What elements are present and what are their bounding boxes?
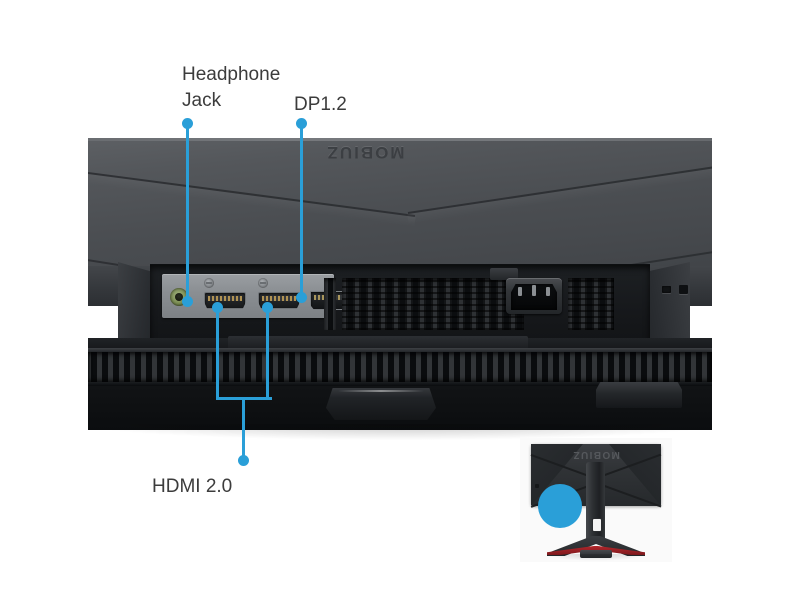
callout-line-hdmi-stem (242, 397, 245, 459)
security-slot (679, 285, 688, 294)
grille-bottom-edge (88, 382, 712, 386)
callout-label-dp-text: DP1.2 (294, 94, 347, 115)
monitor-rear-photo: MOBIUZ (88, 138, 712, 430)
stand-neck-stub (326, 388, 436, 420)
stand-neck-highlight (338, 390, 424, 392)
monitor-thumbnail: MOBIUZ (520, 438, 672, 562)
grille-top-edge (88, 348, 712, 352)
ac-inlet-cavity (511, 284, 557, 310)
vent-grille-left (324, 278, 336, 330)
screw-icon (204, 278, 214, 288)
thumbnail-highlight-marker (538, 484, 582, 528)
callout-label-headphone-jack-text: Headphone Jack (182, 64, 281, 111)
shell-top-edge (88, 138, 712, 141)
callout-dot-hdmi-port-2 (262, 302, 273, 313)
callout-line-dp (300, 124, 303, 298)
thumbnail-mobiuz-wordmark: MOBIUZ (572, 449, 620, 460)
vent-grille-right (568, 278, 614, 330)
callout-dot-dp-port (296, 292, 307, 303)
callout-label-dp: DP1.2 (294, 92, 347, 118)
hdmi-port-1 (204, 292, 246, 309)
callout-line-headphone (186, 124, 189, 302)
callout-label-hdmi-text: HDMI 2.0 (152, 476, 233, 497)
speaker-grille (88, 352, 712, 382)
callout-dot-headphone-top (182, 118, 193, 129)
thumbnail-stand-foot (580, 550, 612, 558)
callout-dot-headphone-port (182, 296, 193, 307)
vesa-hinge-block (228, 336, 528, 350)
thumbnail-cable-routing-hole (592, 518, 602, 532)
vent-tab (490, 268, 518, 280)
thumbnail-security-slot (535, 484, 539, 488)
callout-label-hdmi: HDMI 2.0 (152, 474, 232, 500)
vent-grille-center (342, 278, 524, 330)
callout-line-hdmi-riser-1 (216, 308, 219, 400)
thumbnail-contact-shadow (544, 554, 648, 561)
callout-dot-dp-top (296, 118, 307, 129)
ac-pin (546, 287, 550, 296)
callout-dot-hdmi-port-1 (212, 302, 223, 313)
kensington-lock-icon (662, 286, 671, 293)
screw-icon (258, 278, 268, 288)
mobiuz-wordmark: MOBIUZ (325, 143, 405, 162)
hdmi-pins (262, 296, 296, 301)
ac-pin (532, 285, 536, 296)
thumbnail-panel-back: MOBIUZ (530, 444, 662, 508)
callout-dot-hdmi-label (238, 455, 249, 466)
ac-pin (518, 287, 522, 296)
base-riser-block (596, 382, 682, 408)
ac-power-inlet (506, 278, 562, 314)
callout-line-hdmi-riser-2 (266, 308, 269, 400)
callout-label-headphone-jack: Headphone Jack (182, 62, 280, 114)
hdmi-pins (208, 296, 242, 301)
